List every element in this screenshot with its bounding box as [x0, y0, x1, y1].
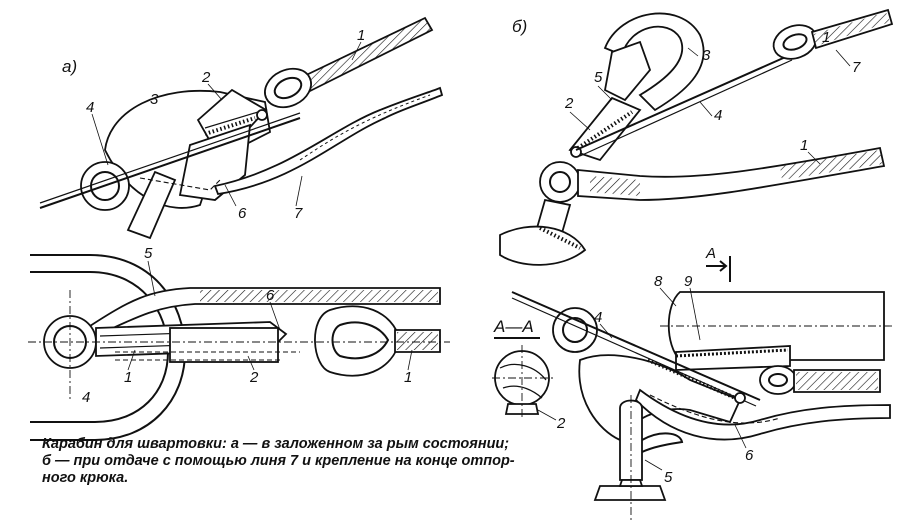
- svg-text:4: 4: [82, 389, 90, 406]
- svg-text:3: 3: [150, 91, 159, 108]
- svg-text:4: 4: [594, 309, 602, 326]
- view-b-top: б) 1 2 3 4 5 7 1: [499, 8, 894, 266]
- view-a-bottom: 5 6 1 2 4 1: [28, 245, 450, 441]
- svg-text:7: 7: [852, 59, 861, 76]
- caption-line-3: ного крюка.: [42, 470, 129, 486]
- svg-text:4: 4: [714, 107, 722, 124]
- svg-text:5: 5: [594, 69, 603, 86]
- svg-text:6: 6: [266, 287, 275, 304]
- view-a-top: а) 1 2 3 4 6 7: [39, 16, 444, 240]
- svg-text:1: 1: [822, 29, 830, 46]
- svg-text:1: 1: [800, 137, 808, 154]
- rope-1-b: [577, 146, 886, 201]
- svg-text:1: 1: [357, 27, 365, 44]
- cut-marker: А: [705, 245, 716, 262]
- svg-text:4: 4: [86, 99, 94, 116]
- svg-text:6: 6: [238, 205, 247, 222]
- svg-text:2: 2: [249, 369, 259, 386]
- hook-3: [603, 12, 705, 112]
- caption-line-2: б — при отдаче с помощью линя 7 и крепле…: [42, 453, 515, 469]
- view-b-bottom: А А—А: [492, 245, 892, 520]
- thimble-eye: [264, 67, 312, 109]
- svg-text:1: 1: [404, 369, 412, 386]
- svg-text:8: 8: [654, 273, 663, 290]
- svg-text:2: 2: [201, 69, 211, 86]
- section-label-a: а): [62, 57, 77, 76]
- svg-text:3: 3: [702, 47, 711, 64]
- svg-text:1: 1: [124, 369, 132, 386]
- svg-text:2: 2: [564, 95, 574, 112]
- figure-caption: Карабин для швартовки: а — в заложенном …: [42, 436, 582, 487]
- svg-text:5: 5: [664, 469, 673, 486]
- pivot-pin: [256, 109, 268, 121]
- svg-text:6: 6: [745, 447, 754, 464]
- section-label-b: б): [512, 17, 527, 36]
- svg-text:2: 2: [556, 415, 566, 432]
- line-7: [213, 86, 444, 196]
- svg-text:9: 9: [684, 273, 693, 290]
- caption-line-1: Карабин для швартовки: а — в заложенном …: [42, 436, 510, 452]
- svg-text:7: 7: [294, 205, 303, 222]
- svg-text:5: 5: [144, 245, 153, 262]
- section-cut-label: А—А: [493, 317, 534, 336]
